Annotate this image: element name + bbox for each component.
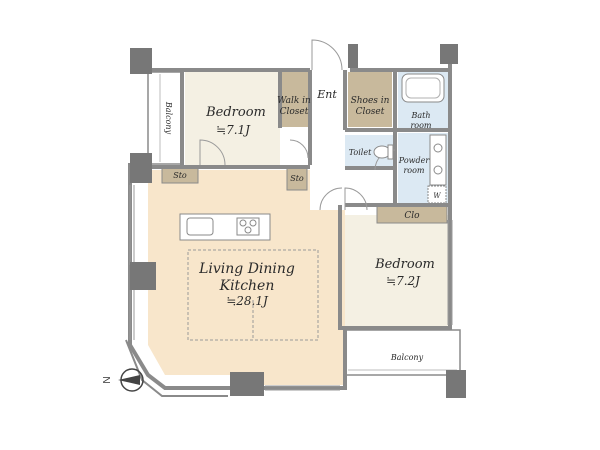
walk-in-closet-floor [278,72,310,127]
balcony-bottom-label: Balcony [390,353,424,362]
storage-mid-label: Sto [290,174,304,183]
balcony-bottom [344,329,461,376]
pillars [130,44,466,398]
bedroom1-label: Bedroom [205,105,266,120]
shoes-closet-label-2: Closet [356,107,385,117]
walls [128,55,452,390]
floor-heating-areas [187,249,319,341]
ldk-area: ≒28.1J [226,294,269,308]
bedroom2-floor [345,215,448,327]
washbasins [429,134,447,186]
walk-in-closet-label-2: Closet [280,107,309,117]
bedroom1-area: ≒7.1J [216,123,251,137]
ldk-label-1: Living Dining [198,261,295,277]
shoes-closet-floor [348,72,392,127]
entrance-label: Ent [316,88,337,101]
bedroom2-area: ≒7.2J [386,274,421,288]
compass: N [102,368,144,392]
balcony-left-label: Balcony [164,101,173,135]
closet-label: Clo [404,211,420,221]
toilet-label: Toilet [349,148,372,157]
powder-room-label-2: room [403,166,424,175]
windows [129,185,453,391]
compass-north-label: N [102,376,113,383]
walk-in-closet-label-1: Walk in [277,96,311,106]
washer-label: W [433,192,441,200]
bedroom2-label: Bedroom [374,257,435,272]
washer-box [427,185,447,204]
kitchen-counter [179,213,271,241]
powder-room-label-1: Powder [398,156,431,165]
bath-room-label-1: Bath [410,111,430,120]
bathtub [401,73,445,103]
balcony-left [147,71,183,165]
bath-room-label-2: room [410,121,431,130]
shoes-closet-label-1: Shoes in [351,96,390,106]
storage-left-label: Sto [173,171,187,180]
ldk-label-2: Kitchen [219,278,275,294]
bedroom1-floor [185,70,280,165]
